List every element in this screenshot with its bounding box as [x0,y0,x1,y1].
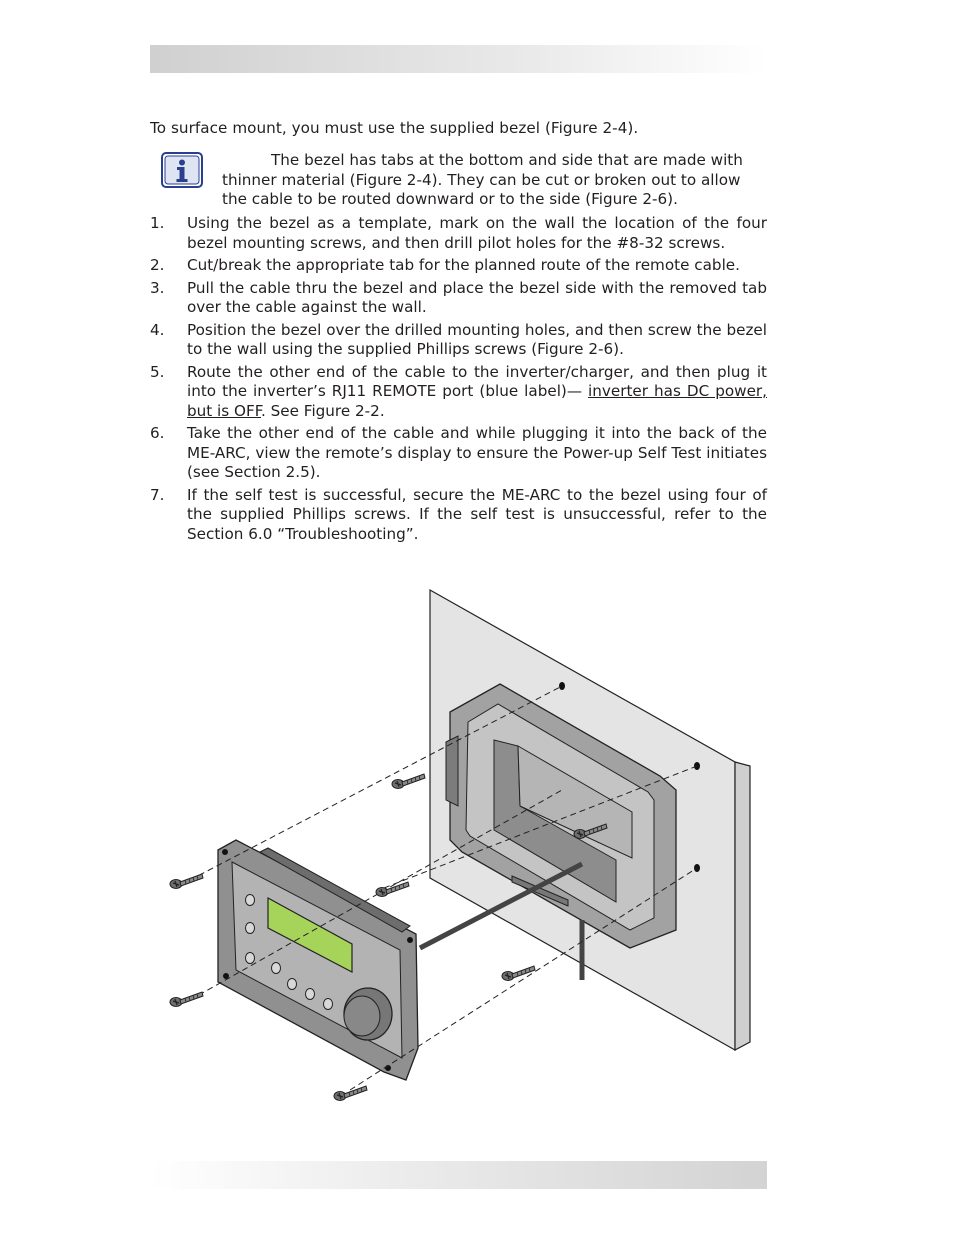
step-number: 1. [150,214,165,232]
note-body: The bezel has tabs at the bottom and sid… [222,151,743,209]
step-number: 3. [150,278,165,297]
footer-bar [150,1161,767,1189]
step-number: 4. [150,320,165,339]
intro-text: To surface mount, you must use the suppl… [150,119,639,137]
step-text-a: Route the other end of the cable to the … [187,362,767,401]
step-text: Position the bezel over the drilled moun… [187,320,767,359]
step-number: 7. [150,485,165,504]
surface-mount-illustration [169,588,751,1102]
info-icon [161,152,203,188]
step-number: 2. [150,256,165,274]
step-text: Pull the cable thru the bezel and place … [187,278,767,317]
note-text: The bezel has tabs at the bottom and sid… [222,151,768,210]
step-text: Take the other end of the cable and whil… [187,424,767,481]
step-text: Cut/break the appropriate tab for the pl… [187,256,740,274]
header-bar [150,45,767,73]
remote-cable [418,861,585,980]
step-number: 5. [150,362,165,381]
instruction-steps: 1. Using the bezel as a template, mark on… [150,214,767,547]
step-item: 7. If the self test is successful, secure… [150,486,767,545]
step-text-underlined: inverter has DC power, but is OFF [187,382,767,420]
step-item: 2. Cut/break the appropriate tab for the … [150,256,767,276]
alignment-lines [189,685,698,1091]
step-item: 5. Route the other end of the cable to th… [150,363,767,422]
step-item: 3. Pull the cable thru the bezel and plac… [150,279,767,318]
step-text-b: . See Figure 2-2. [261,401,385,420]
step-text: Using the bezel as a template, mark on t… [187,214,767,252]
step-number: 6. [150,424,165,442]
step-text: If the self test is successful, secure t… [187,485,767,543]
step-item: 4. Position the bezel over the drilled mo… [150,321,767,360]
step-item: 1. Using the bezel as a template, mark on… [150,214,767,253]
step-item: 6. Take the other end of the cable and wh… [150,424,767,483]
bezel [445,683,677,949]
remote-control [217,839,419,1081]
